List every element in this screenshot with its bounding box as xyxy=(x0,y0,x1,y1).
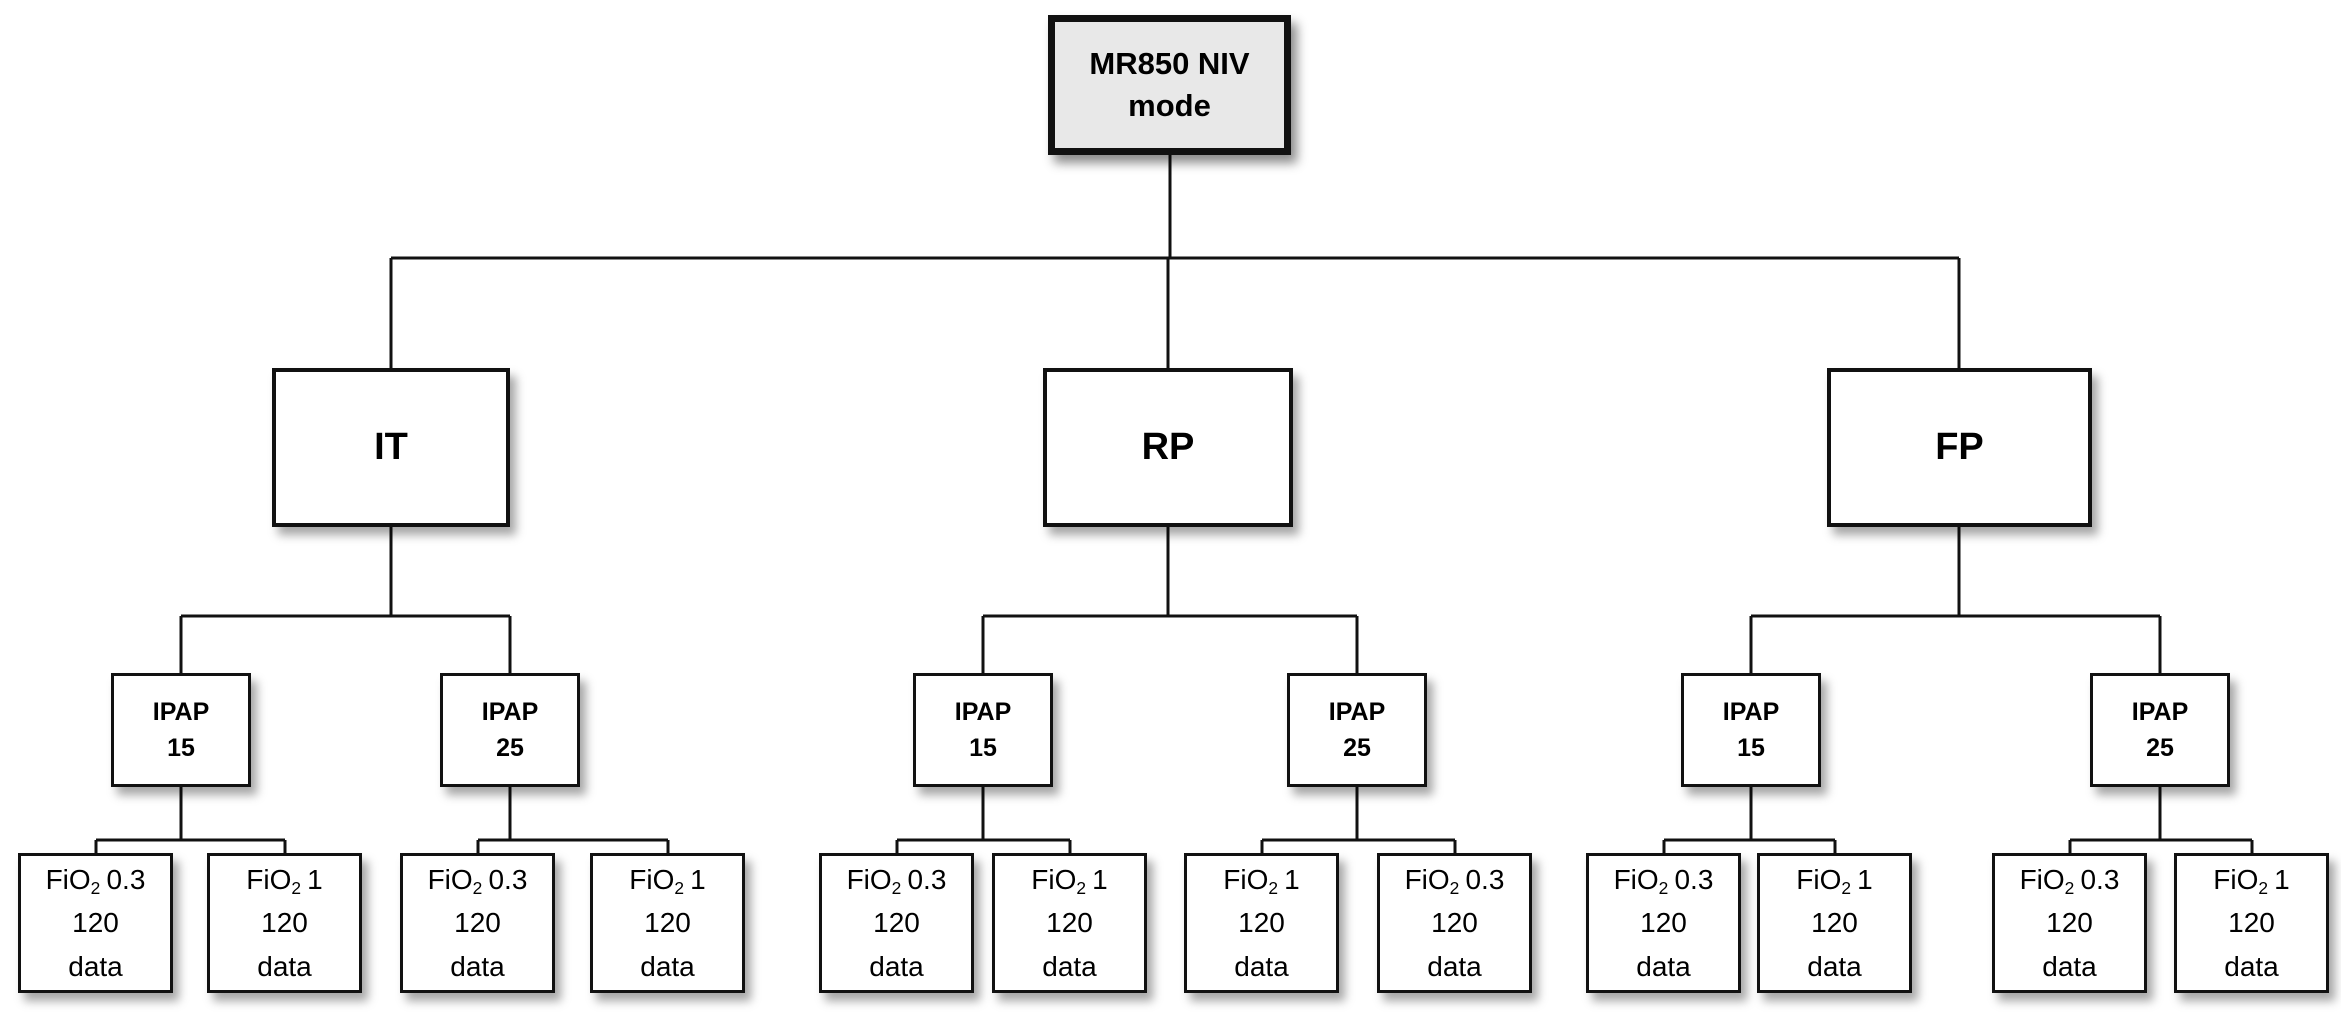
leaf-data-label: data xyxy=(1234,950,1289,982)
ipap-node-it-25: IPAP 25 xyxy=(440,673,580,787)
leaf-count: 120 xyxy=(1238,907,1285,939)
connector-fp-subtree xyxy=(1662,527,2254,855)
leaf-data-label: data xyxy=(1807,950,1862,982)
leaf-data-label: data xyxy=(1427,950,1482,982)
root-label-line2: mode xyxy=(1128,88,1211,123)
connector-rp-subtree xyxy=(895,527,1457,855)
leaf-data-label: data xyxy=(1636,950,1691,982)
ipap-value: 25 xyxy=(496,734,524,762)
group-node-rp: RP xyxy=(1043,368,1293,527)
connector-root-branches xyxy=(389,155,1961,368)
root-node-mr850-niv-mode: MR850 NIV mode xyxy=(1048,15,1291,155)
group-label: IT xyxy=(374,425,408,468)
leaf-count: 120 xyxy=(1046,907,1093,939)
leaf-data-label: data xyxy=(257,950,312,982)
leaf-data-label: data xyxy=(869,950,924,982)
ipap-value: 15 xyxy=(969,734,997,762)
ipap-label: IPAP xyxy=(2131,697,2189,726)
leaf-count: 120 xyxy=(261,907,308,939)
leaf-count: 120 xyxy=(72,907,119,939)
ipap-node-rp-15: IPAP 15 xyxy=(913,673,1053,787)
group-label: FP xyxy=(1935,425,1984,468)
leaf-data-label: data xyxy=(2042,950,2097,982)
leaf-count: 120 xyxy=(1640,907,1687,939)
root-label-line1: MR850 NIV xyxy=(1089,46,1250,82)
ipap-value: 15 xyxy=(167,734,195,762)
ipap-value: 25 xyxy=(1343,734,1371,762)
ipap-label: IPAP xyxy=(954,697,1012,726)
leaf-data-label: data xyxy=(450,950,505,982)
leaf-count: 120 xyxy=(644,907,691,939)
leaf-data-label: data xyxy=(640,950,695,982)
group-node-it: IT xyxy=(272,368,510,527)
leaf-count: 120 xyxy=(1811,907,1858,939)
leaf-data-label: data xyxy=(1042,950,1097,982)
ipap-label: IPAP xyxy=(481,697,539,726)
connector-it-subtree xyxy=(94,527,670,855)
group-label: RP xyxy=(1141,425,1195,468)
ipap-value: 25 xyxy=(2146,734,2174,762)
leaf-data-label: data xyxy=(68,950,123,982)
ipap-label: IPAP xyxy=(152,697,210,726)
ipap-node-fp-15: IPAP 15 xyxy=(1681,673,1821,787)
ipap-node-it-15: IPAP 15 xyxy=(111,673,251,787)
ipap-label: IPAP xyxy=(1722,697,1780,726)
leaf-count: 120 xyxy=(1431,907,1478,939)
ipap-node-rp-25: IPAP 25 xyxy=(1287,673,1427,787)
leaf-count: 120 xyxy=(2228,907,2275,939)
ipap-node-fp-25: IPAP 25 xyxy=(2090,673,2230,787)
ipap-value: 15 xyxy=(1737,734,1765,762)
leaf-count: 120 xyxy=(2046,907,2093,939)
group-node-fp: FP xyxy=(1827,368,2092,527)
leaf-data-label: data xyxy=(2224,950,2279,982)
ipap-label: IPAP xyxy=(1328,697,1386,726)
leaf-count: 120 xyxy=(873,907,920,939)
leaf-count: 120 xyxy=(454,907,501,939)
